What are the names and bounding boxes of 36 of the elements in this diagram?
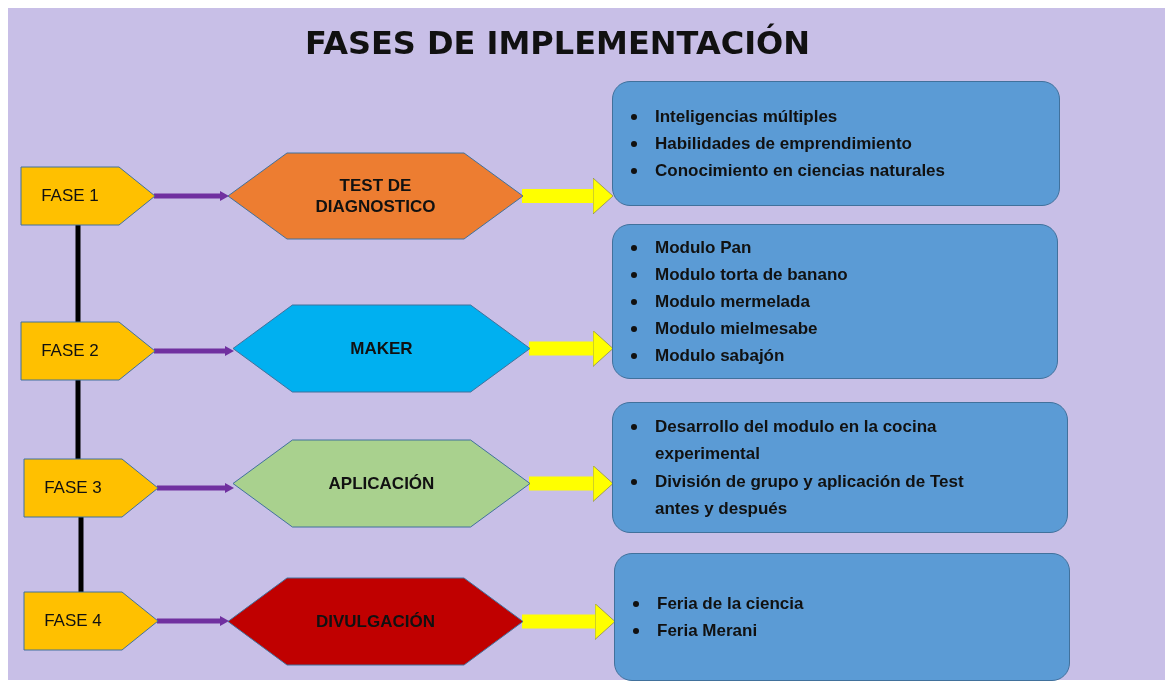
bullet-text: Inteligencias múltiples [655, 106, 838, 126]
phase-label: FASE 1 [41, 185, 99, 207]
block-arrow [529, 465, 614, 502]
stage-label: DIVULGACIÓN [316, 610, 435, 633]
arrow [154, 191, 229, 201]
bullet-text: Feria Merani [657, 621, 758, 640]
connector-line [75, 380, 81, 459]
block-arrow [522, 177, 614, 215]
bullet-text: Modulo Pan [655, 237, 752, 257]
detail-card [612, 402, 1068, 533]
detail-card [612, 224, 1058, 379]
title: FASES DE IMPLEMENTACIÓN [304, 24, 811, 62]
detail-card [614, 553, 1070, 681]
arrow [154, 346, 234, 356]
bullet-text: Desarrollo del modulo en la cocina experimental [655, 417, 937, 464]
bullet-text: Modulo sabajón [655, 346, 785, 366]
block-arrow [529, 330, 614, 367]
bullet-text: División de grupo y aplicación de Test antes y después [655, 471, 964, 518]
bullet-text: Modulo torta de banano [655, 264, 848, 284]
detail-card [612, 81, 1060, 206]
bullet-text: Feria de la ciencia [657, 593, 804, 613]
bullet-text: Modulo mielmesabe [655, 319, 818, 339]
bullet-text: Conocimiento en ciencias naturales [655, 161, 946, 181]
connector-line [78, 517, 84, 592]
block-arrow [522, 603, 616, 640]
phase-label: FASE 3 [44, 477, 102, 499]
arrow [157, 483, 234, 493]
connector-line [75, 225, 81, 322]
arrow [157, 616, 229, 626]
stage-label: TEST DE DIAGNOSTICO [314, 174, 437, 218]
stage-label: APLICACIÓN [328, 472, 435, 495]
bullet-text: Habilidades de emprendimiento [655, 133, 912, 153]
bullet-text: Modulo mermelada [655, 291, 810, 311]
phase-label: FASE 2 [41, 340, 99, 362]
phase-label: FASE 4 [44, 610, 102, 632]
stage-label: MAKER [350, 337, 413, 360]
